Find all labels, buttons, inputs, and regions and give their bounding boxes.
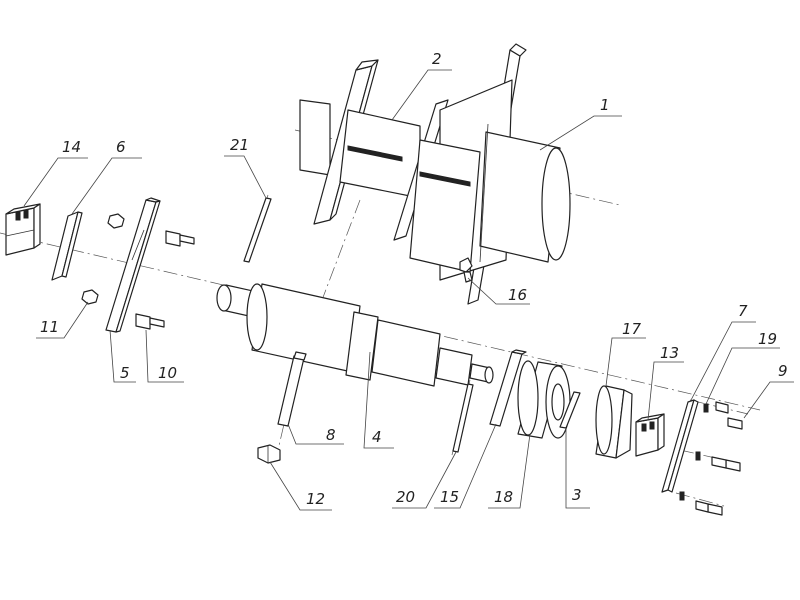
callout-8-label: 8	[326, 426, 336, 444]
callout-9-label: 9	[778, 362, 788, 380]
callout-21-label: 21	[230, 136, 249, 154]
callout-10-label: 10	[158, 364, 177, 382]
callout-21: 21	[224, 136, 267, 199]
callout-18-label: 18	[494, 488, 513, 506]
callout-20: 20	[392, 451, 457, 509]
part-13-clamp-block	[635, 413, 665, 457]
part-21-pin	[243, 197, 272, 263]
callout-17-label: 17	[622, 320, 642, 338]
vertical-link-line	[321, 199, 361, 301]
callout-7-label: 7	[738, 302, 748, 320]
callout-11-label: 11	[40, 318, 59, 336]
part-1-pulley-hub	[393, 43, 571, 305]
part-17-bushing	[595, 385, 633, 459]
callout-15: 15	[434, 423, 497, 509]
callout-12: 12	[269, 461, 332, 511]
part-16-grease-fitting	[459, 257, 473, 283]
callout-13-label: 13	[660, 344, 679, 362]
callout-17: 17	[605, 320, 646, 387]
part-10-bolts	[135, 230, 195, 330]
callout-6: 6	[71, 138, 142, 215]
callout-8: 8	[287, 423, 344, 445]
callout-3: 3	[565, 428, 590, 509]
callout-4: 4	[363, 351, 394, 449]
callout-14: 14	[23, 138, 88, 207]
callout-12-label: 12	[306, 490, 325, 508]
callout-2: 2	[391, 50, 452, 121]
part-15-spacer-ring	[489, 349, 527, 427]
callout-10: 10	[145, 329, 184, 383]
callout-2-label: 2	[432, 50, 442, 68]
part-20-pin	[452, 383, 474, 453]
callout-18: 18	[488, 433, 531, 509]
callout-3-label: 3	[572, 486, 582, 504]
part-7-end-plate	[661, 399, 699, 493]
part-14-clamp-block	[5, 203, 41, 256]
part-6-washer	[51, 211, 83, 281]
callout-labels: 1 2 3 4 5 6 7 8	[23, 50, 794, 511]
callout-11: 11	[36, 301, 89, 339]
callout-1-label: 1	[600, 96, 610, 114]
part-11-nuts	[81, 213, 125, 305]
part-4-shaft	[216, 283, 494, 387]
part-12-nut	[257, 444, 281, 464]
part-8-stud-bolt	[277, 351, 307, 427]
callout-9: 9	[743, 362, 794, 419]
part-5-flange-plate	[105, 197, 161, 333]
callout-14-label: 14	[62, 138, 81, 156]
callout-16: 16	[467, 277, 530, 305]
callout-1: 1	[539, 96, 622, 151]
callout-19: 19	[705, 330, 780, 405]
part-2-pulley-half	[299, 59, 421, 225]
callout-6-label: 6	[116, 138, 126, 156]
part-18-bearing	[517, 360, 571, 439]
callout-5: 5	[109, 329, 136, 383]
callout-20-label: 20	[396, 488, 415, 506]
callout-5-label: 5	[120, 364, 130, 382]
callout-4-label: 4	[372, 428, 382, 446]
callout-13: 13	[647, 344, 684, 421]
callout-19-label: 19	[758, 330, 777, 348]
callout-16-label: 16	[508, 286, 527, 304]
callout-15-label: 15	[440, 488, 459, 506]
part-9-bolts	[695, 401, 743, 516]
callout-7: 7	[689, 302, 756, 403]
